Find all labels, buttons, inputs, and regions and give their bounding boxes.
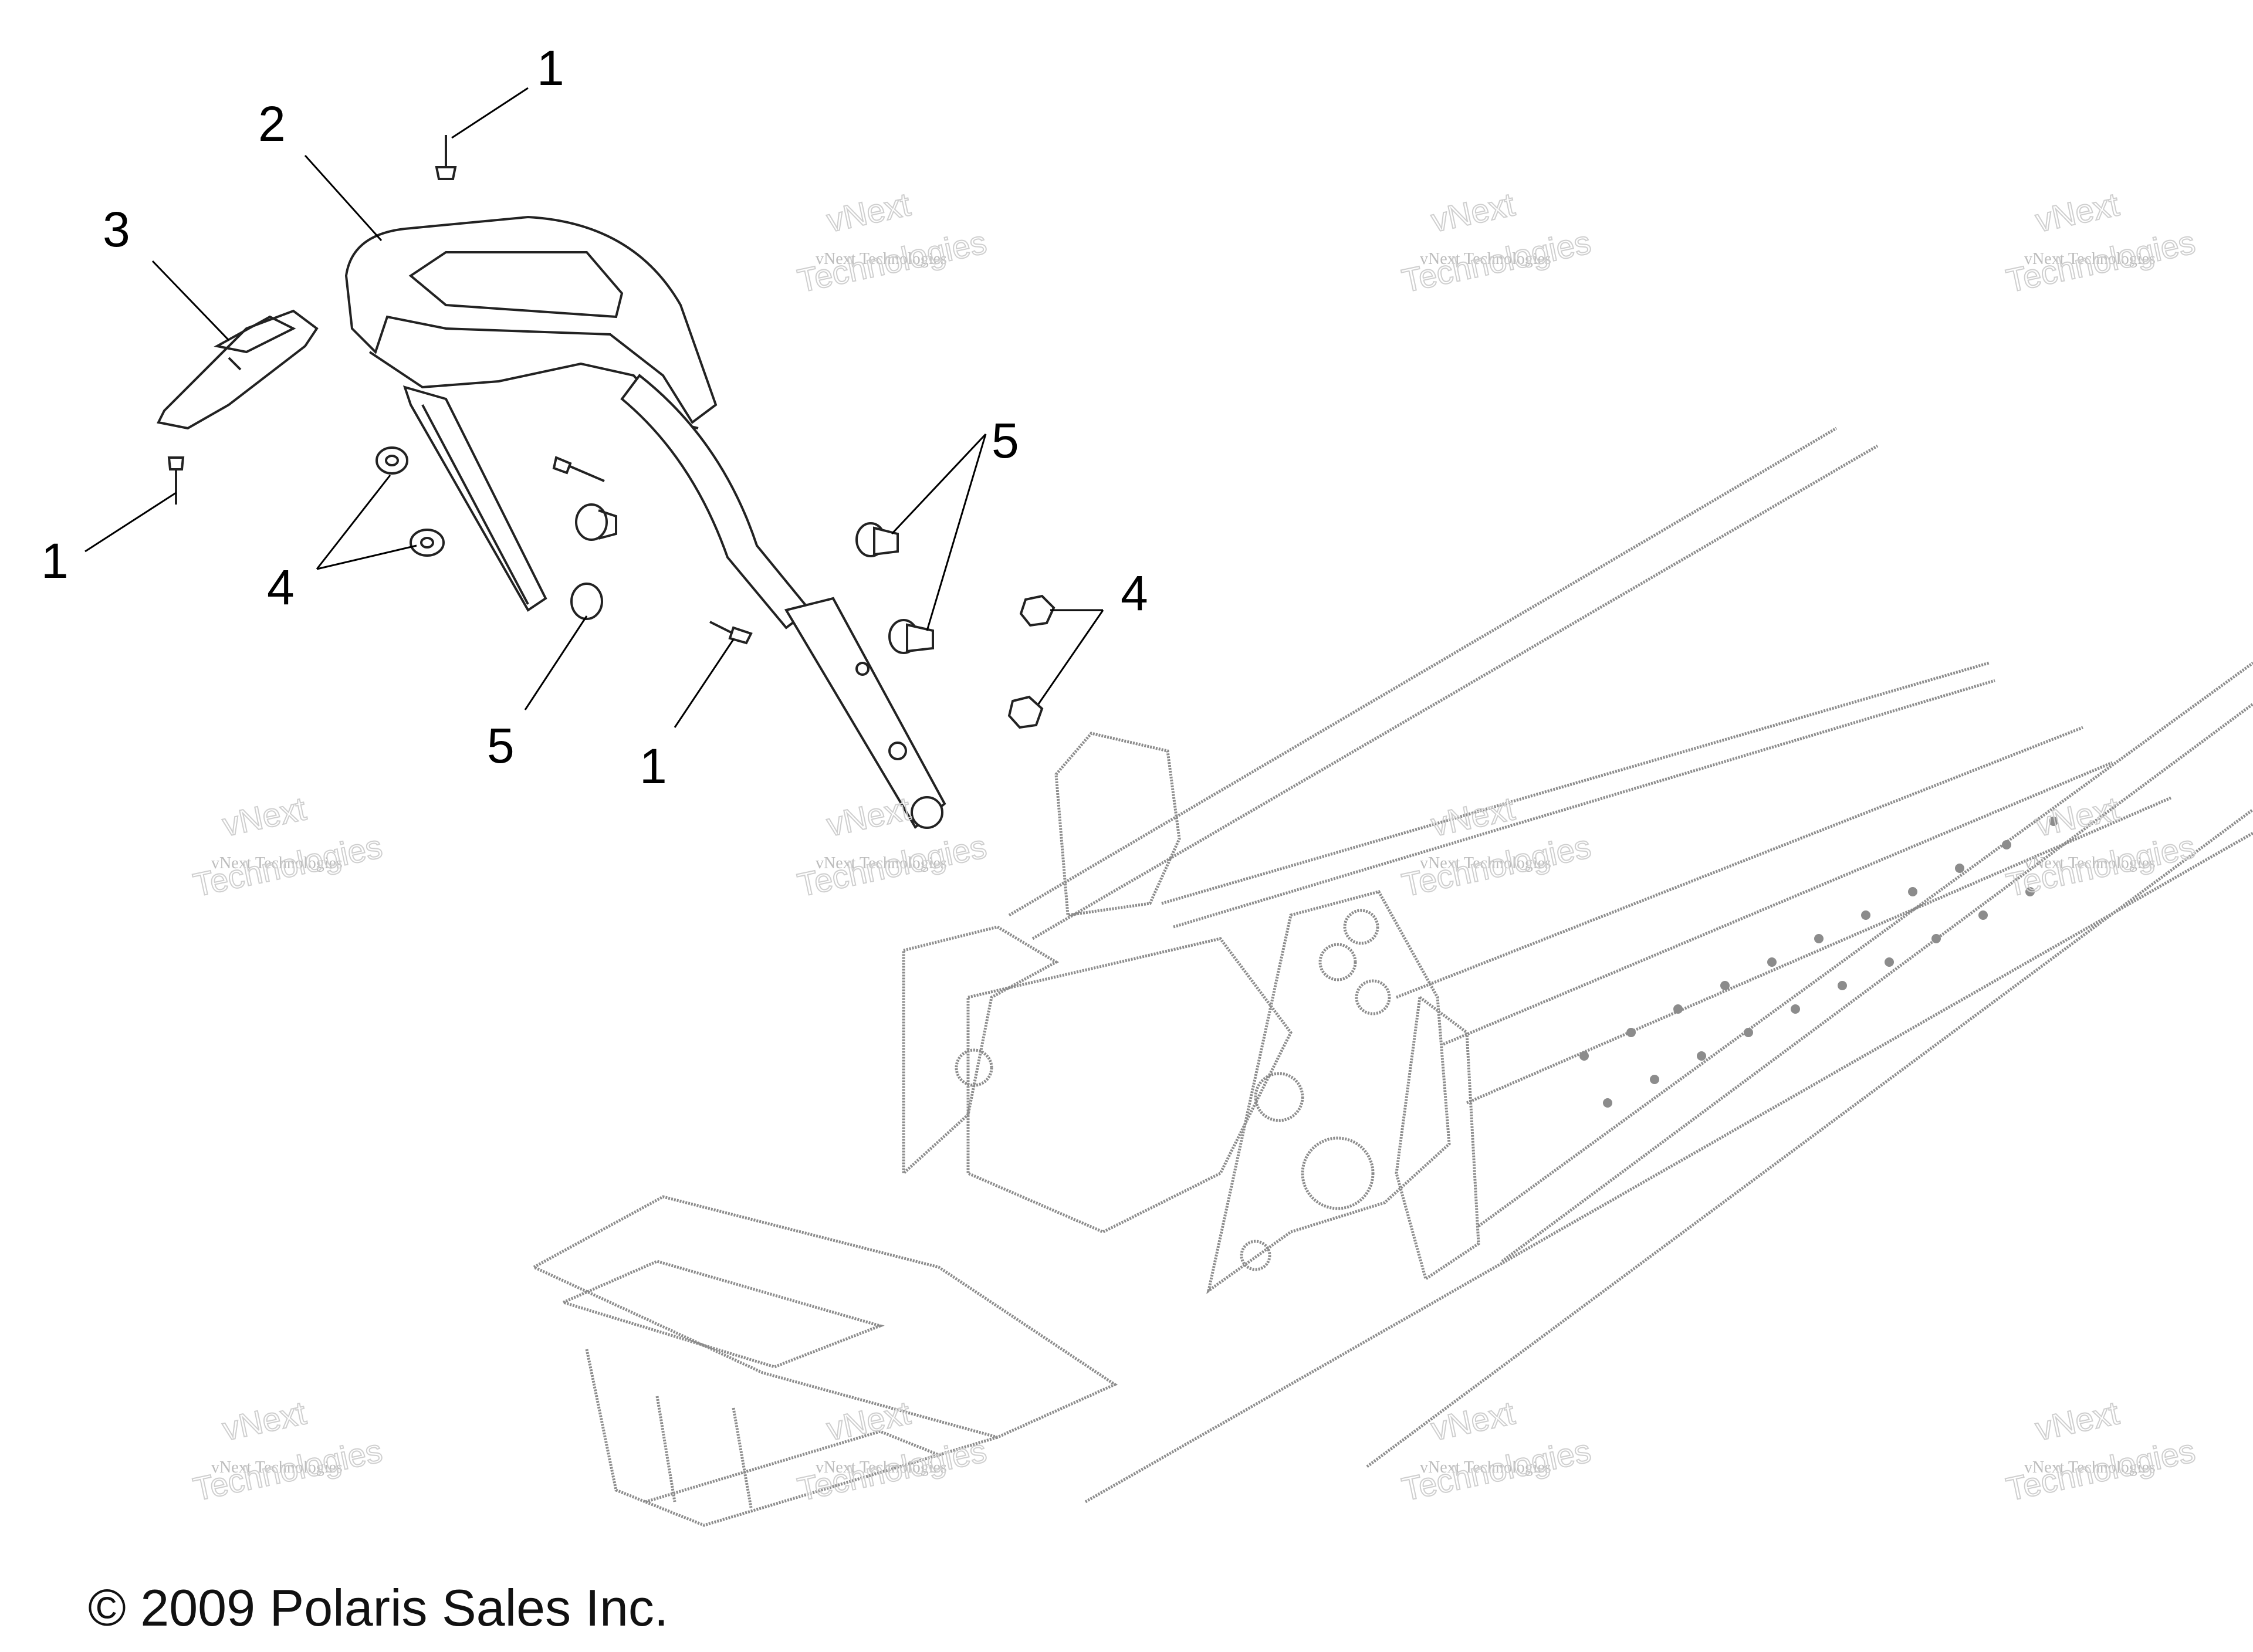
callout-4-left: 4	[267, 560, 295, 615]
watermark-top: vNext	[1428, 185, 1518, 239]
watermark-middle: vNext Technologies	[816, 854, 947, 872]
watermark-top: vNext	[824, 185, 914, 239]
watermark-bottom: Technologies	[794, 828, 990, 904]
watermark-top: vNext	[824, 1394, 914, 1447]
footrest-dots	[1579, 817, 2058, 1108]
callout-2: 2	[258, 96, 286, 151]
watermark-middle: vNext Technologies	[1420, 250, 1551, 268]
watermark-bottom: Technologies	[190, 828, 385, 904]
rivet-1a	[435, 135, 457, 180]
watermark-middle: vNext Technologies	[1420, 1458, 1551, 1477]
nut-4d	[1007, 695, 1044, 729]
watermark-top: vNext	[2032, 1394, 2123, 1447]
callout-4-right: 4	[1121, 566, 1148, 621]
leader-lines	[84, 87, 1104, 728]
watermark-top: vNext	[1428, 1394, 1518, 1447]
bolt-5c	[855, 522, 899, 557]
watermark-bottom: Technologies	[1399, 224, 1594, 300]
chassis-ghost	[530, 426, 2253, 1527]
nut-4c	[1019, 594, 1056, 627]
copyright-notice: © 2009 Polaris Sales Inc.	[88, 1579, 669, 1637]
watermark-bottom: Technologies	[1399, 828, 1594, 904]
watermark-middle: vNext Technologies	[2024, 1458, 2156, 1477]
watermark-bottom: Technologies	[1399, 1432, 1594, 1508]
mounting-bracket	[157, 309, 319, 430]
watermark-top: vNext	[2032, 790, 2123, 843]
callout-1-center: 1	[640, 739, 667, 794]
watermark-middle: vNext Technologies	[816, 250, 947, 268]
watermark-bottom: Technologies	[2003, 1432, 2198, 1508]
nut-4a	[376, 446, 408, 475]
watermark-bottom: Technologies	[794, 224, 990, 300]
watermark-middle: vNext Technologies	[211, 1458, 343, 1477]
watermark-middle: vNext Technologies	[1420, 854, 1551, 872]
bolt-5a	[575, 503, 617, 541]
watermark-bottom: Technologies	[2003, 828, 2198, 904]
callout-5-right: 5	[992, 413, 1019, 468]
bolt-5d	[888, 619, 934, 654]
rivet-1d	[552, 456, 605, 482]
watermark-bottom: Technologies	[794, 1432, 990, 1508]
callout-1-left: 1	[41, 533, 69, 588]
callout-5-left: 5	[487, 718, 515, 773]
rivet-1c	[709, 621, 753, 645]
watermark-middle: vNext Technologies	[211, 854, 343, 872]
watermark-top: vNext	[219, 790, 310, 843]
watermark-middle: vNext Technologies	[816, 1458, 947, 1477]
watermark-middle: vNext Technologies	[2024, 250, 2156, 268]
watermark-bottom: Technologies	[190, 1432, 385, 1508]
bolt-5b	[570, 583, 603, 620]
watermark-middle: vNext Technologies	[2024, 854, 2156, 872]
watermark-bottom: Technologies	[2003, 224, 2198, 300]
callout-1-top: 1	[537, 40, 564, 96]
watermark-top: vNext	[219, 1394, 310, 1447]
watermark-top: vNext	[2032, 185, 2123, 239]
watermark-top: vNext	[824, 790, 914, 843]
rivet-1b	[167, 456, 185, 505]
callouts: 1 2 3 1 4 5 1 5 4	[41, 40, 1148, 794]
watermark-top: vNext	[1428, 790, 1518, 843]
steering-hoop-frame	[344, 215, 946, 829]
nut-4b	[410, 529, 445, 557]
callout-3: 3	[103, 202, 130, 257]
